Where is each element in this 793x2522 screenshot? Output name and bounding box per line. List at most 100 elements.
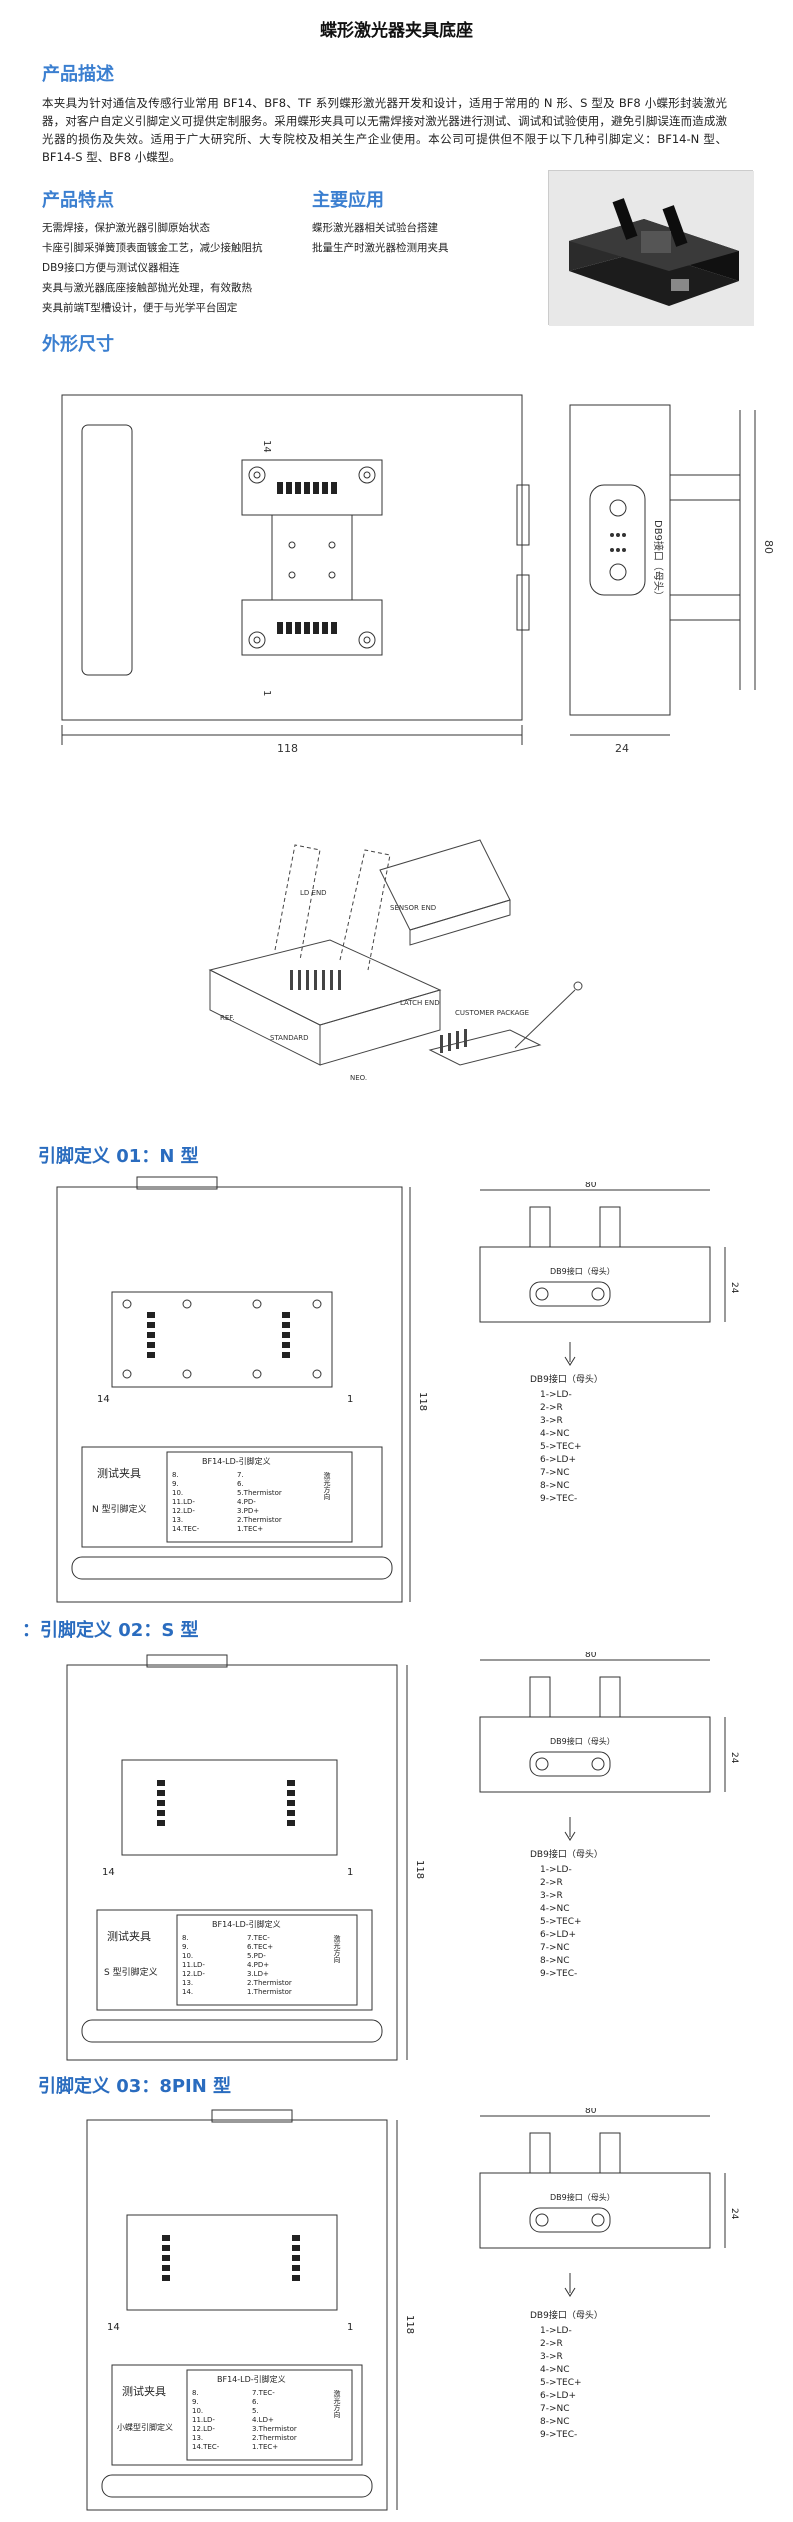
pin-left: 12.LD- bbox=[172, 1507, 195, 1515]
pin-right: 3.LD+ bbox=[247, 1970, 269, 1978]
db9-pin: 7->NC bbox=[540, 1943, 570, 1953]
pin-left: 14. bbox=[182, 1988, 193, 1996]
db9-pin: 6->LD+ bbox=[540, 1930, 576, 1940]
pin-right: 7. bbox=[237, 1471, 244, 1479]
db9-pin: 3->R bbox=[540, 1891, 563, 1901]
iso-label: STANDARD bbox=[270, 1034, 309, 1042]
fixture-photo-drawing bbox=[549, 171, 754, 326]
height-dim-label: 80 bbox=[762, 540, 775, 554]
pin-left: 8. bbox=[182, 1934, 189, 1942]
pin14-label: 14 bbox=[261, 440, 272, 453]
feature-item: 无需焊接，保护激光器引脚原始状态 bbox=[42, 222, 210, 234]
description-text: 本夹具为针对通信及传感行业常用 BF14、BF8、TF 系列蝶形激光器开发和设计… bbox=[42, 96, 727, 164]
db9-pin: 8->NC bbox=[540, 1481, 570, 1491]
pin-left: 14.TEC- bbox=[172, 1525, 200, 1533]
depth-dim-label: 24 bbox=[615, 742, 629, 755]
body-dim-label: 118 bbox=[414, 1860, 425, 1879]
width-dim-label: 80 bbox=[585, 1652, 597, 1660]
product-photo bbox=[548, 170, 754, 326]
arrow-text: 激光方向 bbox=[333, 1934, 341, 1963]
pin-left: 10. bbox=[182, 1952, 193, 1960]
iso-label: LD END bbox=[300, 889, 327, 897]
db9-pin: 4->NC bbox=[540, 1904, 570, 1914]
width-dim-label: 118 bbox=[277, 742, 298, 755]
iso-label: REF. bbox=[220, 1014, 234, 1022]
outline-top-view: 118 14 1 bbox=[61, 394, 530, 755]
pin-right: 7.TEC- bbox=[247, 1934, 270, 1942]
db9-panel-label: DB9接口（母头） bbox=[550, 1266, 615, 1276]
feature-item: 夹具与激光器底座接触部抛光处理，有效散热 bbox=[42, 282, 252, 294]
db9-pin: 4->NC bbox=[540, 1429, 570, 1439]
pin-def-heading: ：引脚定义 02：S 型 bbox=[22, 1620, 199, 1641]
arrow-text: 激光方向 bbox=[323, 1471, 331, 1500]
pin-right: 4.LD+ bbox=[252, 2416, 274, 2424]
pin-left: 12.LD- bbox=[192, 2425, 215, 2433]
db9-title: DB9接口（母头） bbox=[530, 1373, 603, 1385]
pin-def-fixture-drawing: 14 1 测试夹具 小蝶型引脚定义 BF14-LD-引脚定义 8. 9. 10.… bbox=[86, 2109, 415, 2511]
pin-def-heading: 引脚定义 03：8PIN 型 bbox=[38, 2076, 232, 2097]
db9-pin: 1->LD- bbox=[540, 2326, 572, 2336]
db9-pin: 4->NC bbox=[540, 2365, 570, 2375]
outline-side-view: DB9接口（母头） 24 80 bbox=[569, 404, 775, 755]
pin1-label: 1 bbox=[261, 690, 272, 696]
isometric-drawing: LD END SENSOR END LATCH END CUSTOMER PAC… bbox=[208, 839, 583, 1082]
pin-right: 6. bbox=[237, 1480, 244, 1488]
pin-right: 5.PD- bbox=[247, 1952, 266, 1960]
db9-pin: 7->NC bbox=[540, 1468, 570, 1478]
pin-right: 7.TEC- bbox=[252, 2389, 275, 2397]
pin14-label: 14 bbox=[107, 2322, 120, 2333]
db9-pin: 9->TEC- bbox=[540, 1969, 577, 1979]
pin-left: 13. bbox=[182, 1979, 193, 1987]
db9-pin: 2->R bbox=[540, 1403, 563, 1413]
card-title: BF14-LD-引脚定义 bbox=[217, 2374, 286, 2384]
page-title: 蝶形激光器夹具底座 bbox=[320, 21, 473, 41]
fixture-type: S 型引脚定义 bbox=[104, 1966, 158, 1978]
pin-right: 1.TEC+ bbox=[237, 1525, 263, 1533]
db9-pin: 8->NC bbox=[540, 2417, 570, 2427]
pin-def-heading: 引脚定义 01：N 型 bbox=[38, 1146, 199, 1167]
pin-right: 5. bbox=[252, 2407, 259, 2415]
applications-list: 蝶形激光器相关试验台搭建 批量生产时激光器检测用夹具 bbox=[312, 218, 449, 258]
pin-right: 3.PD+ bbox=[237, 1507, 259, 1515]
pin-right: 6.TEC+ bbox=[247, 1943, 273, 1951]
pin-left: 11.LD- bbox=[172, 1498, 195, 1506]
fixture-title: 测试夹具 bbox=[107, 1930, 151, 1943]
pin-left: 14.TEC- bbox=[192, 2443, 220, 2451]
db9-panel-label: DB9接口（母头） bbox=[550, 1736, 615, 1746]
dimensions-heading: 外形尺寸 bbox=[42, 334, 114, 355]
db9-panel-label: DB9接口（母头） bbox=[550, 2192, 615, 2202]
pin-left: 9. bbox=[192, 2398, 199, 2406]
iso-label: NEO. bbox=[350, 1074, 367, 1082]
pin-left: 8. bbox=[192, 2389, 199, 2397]
db9-pin: 5->TEC+ bbox=[540, 1442, 582, 1452]
db9-pin: 8->NC bbox=[540, 1956, 570, 1966]
pin-left: 10. bbox=[172, 1489, 183, 1497]
db9-pin: 1->LD- bbox=[540, 1390, 572, 1400]
db9-pin: 9->TEC- bbox=[540, 1494, 577, 1504]
fixture-type: 小蝶型引脚定义 bbox=[117, 2422, 173, 2432]
application-item: 蝶形激光器相关试验台搭建 bbox=[312, 222, 438, 234]
db9-pin: 9->TEC- bbox=[540, 2430, 577, 2440]
db9-side-label: DB9接口（母头） bbox=[652, 520, 665, 601]
db9-title: DB9接口（母头） bbox=[530, 2309, 603, 2321]
pin-left: 11.LD- bbox=[192, 2416, 215, 2424]
db9-pin: 6->LD+ bbox=[540, 1455, 576, 1465]
pin-right: 1.TEC+ bbox=[252, 2443, 278, 2451]
height-dim-label: 24 bbox=[729, 1752, 739, 1764]
pin-left: 12.LD- bbox=[182, 1970, 205, 1978]
pin-def-db9-drawing: 80 24 DB9接口（母头） DB9接口（母头） 1->LD- 2->R 3-… bbox=[479, 1182, 739, 1504]
db9-pin: 2->R bbox=[540, 1878, 563, 1888]
card-title: BF14-LD-引脚定义 bbox=[202, 1456, 271, 1466]
fixture-title: 测试夹具 bbox=[97, 1467, 141, 1480]
pin-left: 9. bbox=[182, 1943, 189, 1951]
fixture-title: 测试夹具 bbox=[122, 2385, 166, 2398]
pin-right: 1.Thermistor bbox=[247, 1988, 292, 1996]
db9-pin: 7->NC bbox=[540, 2404, 570, 2414]
height-dim-label: 24 bbox=[729, 1282, 739, 1294]
body-dim-label: 118 bbox=[404, 2315, 415, 2334]
pin-left: 8. bbox=[172, 1471, 179, 1479]
pin1-label: 1 bbox=[347, 1394, 353, 1405]
pin-def-db9-drawing: 80 24 DB9接口（母头） DB9接口（母头） 1->LD- 2->R 3-… bbox=[479, 1652, 739, 1979]
pin-def-db9-drawing: 80 24 DB9接口（母头） DB9接口（母头） 1->LD- 2->R 3-… bbox=[479, 2108, 739, 2440]
feature-item: 夹具前端T型槽设计，便于与光学平台固定 bbox=[42, 302, 238, 314]
